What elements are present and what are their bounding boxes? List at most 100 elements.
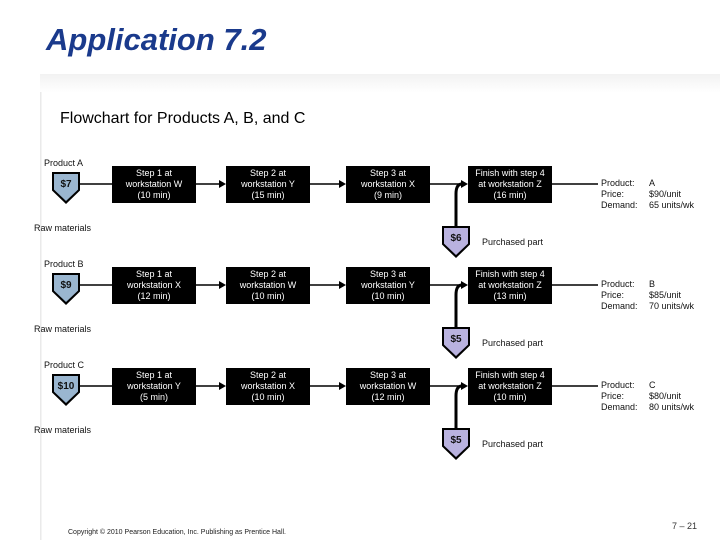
step-text-line: (10 min) <box>371 291 405 301</box>
flow-arrowhead <box>461 180 468 188</box>
product-key: Product: <box>601 178 635 188</box>
step-text-line: at workstation Z <box>478 280 542 290</box>
diagram-subtitle: Flowchart for Products A, B, and C <box>60 110 306 127</box>
demand-key: Demand: <box>601 402 638 412</box>
price-row: Price: $90/unit <box>601 189 694 200</box>
demand-row: Demand: 80 units/wk <box>601 402 694 413</box>
step-text-line: workstation W <box>125 179 183 189</box>
product-key: Product: <box>601 380 635 390</box>
purchased-part-label: Purchased part <box>482 439 544 449</box>
step-text-line: Step 1 at <box>135 168 173 178</box>
page-number: 7 – 21 <box>672 521 698 531</box>
step-text-line: Step 3 at <box>369 370 407 380</box>
flow-arrowhead <box>219 281 226 289</box>
demand-value: 80 units/wk <box>649 402 695 412</box>
step-text-line: Step 1 at <box>135 269 173 279</box>
step-text-line: Step 2 at <box>249 168 287 178</box>
purchased-part-connector <box>454 182 463 226</box>
step-text-line: Step 3 at <box>369 168 407 178</box>
step-text-line: (12 min) <box>371 392 405 402</box>
product-value: C <box>649 380 656 390</box>
step-text-line: workstation W <box>359 381 417 391</box>
step-text-line: Step 2 at <box>249 370 287 380</box>
raw-materials-label: Raw materials <box>34 324 92 334</box>
price-row: Price: $85/unit <box>601 290 694 301</box>
step-text-line: (15 min) <box>251 190 285 200</box>
step-text-line: (10 min) <box>251 291 285 301</box>
step-text-line: (5 min) <box>139 392 168 402</box>
step-text-line: at workstation Z <box>478 179 542 189</box>
step-text-line: (16 min) <box>493 190 527 200</box>
step-text-line: (10 min) <box>137 190 171 200</box>
demand-row: Demand: 70 units/wk <box>601 301 694 312</box>
step-text-line: (10 min) <box>251 392 285 402</box>
price-value: $85/unit <box>649 290 682 300</box>
product-row: Product: A <box>601 178 694 189</box>
left-rule <box>40 92 42 540</box>
demand-key: Demand: <box>601 200 638 210</box>
step-text-line: workstation Y <box>241 179 295 189</box>
product-label: Product C <box>44 360 85 370</box>
flow-arrowhead <box>461 382 468 390</box>
flow-arrowhead <box>219 382 226 390</box>
price-value: $80/unit <box>649 391 682 401</box>
raw-materials-label: Raw materials <box>34 425 92 435</box>
step-text-line: workstation X <box>126 280 182 290</box>
price-key: Price: <box>601 189 625 199</box>
price-key: Price: <box>601 391 625 401</box>
step-text-line: workstation Y <box>127 381 181 391</box>
demand-row: Demand: 65 units/wk <box>601 200 694 211</box>
product-row: Product:B <box>601 279 694 290</box>
copyright-footer: Copyright © 2010 Pearson Education, Inc.… <box>68 529 287 536</box>
demand-key: Demand: <box>601 301 638 311</box>
step-text-line: Finish with step 4 <box>475 168 545 178</box>
demand-value: 70 units/wk <box>649 301 695 311</box>
price-value: $90/unit <box>649 189 682 199</box>
product-row: Product: C <box>601 380 694 391</box>
product-value: B <box>649 279 656 289</box>
purchased-part-connector <box>454 283 463 327</box>
purchased-part-connector <box>454 384 463 428</box>
step-text-line: (13 min) <box>493 291 527 301</box>
step-text-line: Finish with step 4 <box>475 269 545 279</box>
step-text-line: Step 2 at <box>249 269 287 279</box>
flow-arrowhead <box>339 281 346 289</box>
product-value: A <box>649 178 656 188</box>
price-key: Price: <box>601 290 625 300</box>
step-text-line: (12 min) <box>137 291 171 301</box>
step-text-line: workstation Y <box>361 280 415 290</box>
flow-arrowhead <box>339 180 346 188</box>
page-title: Application 7.2 <box>46 22 267 57</box>
title-divider <box>40 74 720 93</box>
step-text-line: (10 min) <box>493 392 527 402</box>
demand-value: 65 units/wk <box>649 200 695 210</box>
step-text-line: (9 min) <box>373 190 402 200</box>
flow-arrowhead <box>339 382 346 390</box>
product-label: Product B <box>44 259 84 269</box>
raw-materials-label: Raw materials <box>34 223 92 233</box>
step-text-line: workstation W <box>239 280 297 290</box>
purchased-part-label: Purchased part <box>482 338 544 348</box>
flow-arrowhead <box>461 281 468 289</box>
purchased-part-label: Purchased part <box>482 237 544 247</box>
step-text-line: Step 1 at <box>135 370 173 380</box>
step-text-line: workstation X <box>360 179 416 189</box>
step-text-line: workstation X <box>240 381 296 391</box>
step-text-line: Step 3 at <box>369 269 407 279</box>
step-text-line: Finish with step 4 <box>475 370 545 380</box>
